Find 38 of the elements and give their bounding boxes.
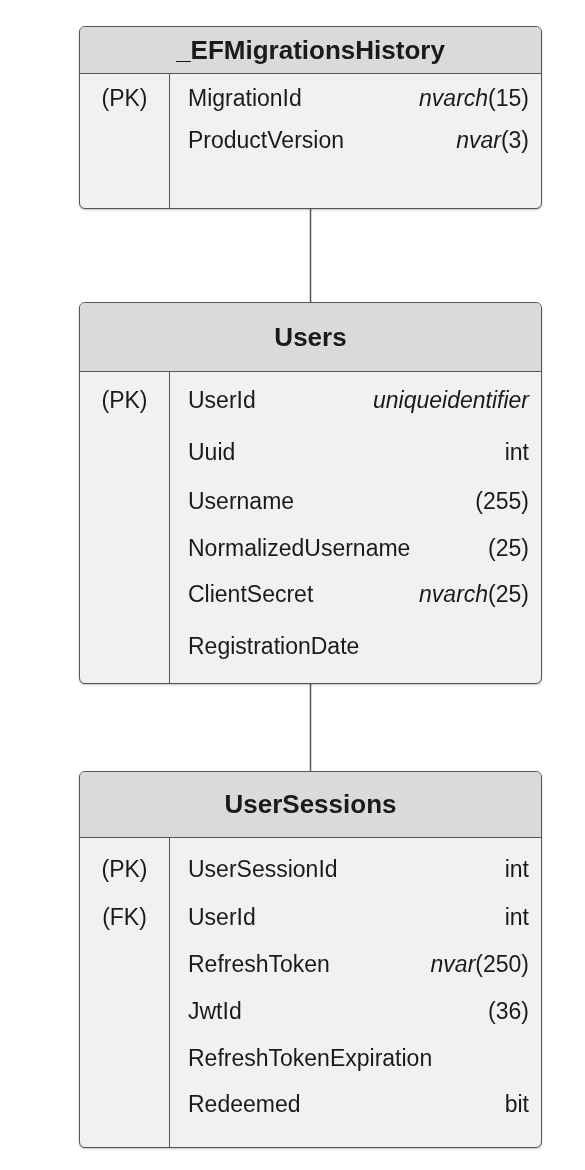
table-box bbox=[79, 26, 542, 209]
column-name: RegistrationDate bbox=[188, 633, 360, 660]
column-type: int bbox=[504, 439, 529, 466]
column-type: nvarch(25) bbox=[419, 581, 529, 608]
table-name: UserSessions bbox=[224, 789, 397, 820]
key-marker: (FK) bbox=[101, 904, 148, 931]
key-marker: (PK) bbox=[100, 856, 149, 883]
column-name: ClientSecret bbox=[188, 581, 314, 608]
table-name: _EFMigrationsHistory bbox=[176, 34, 445, 66]
column-type: (25) bbox=[488, 535, 529, 562]
column-type: int bbox=[504, 904, 529, 931]
column-name: UserId bbox=[188, 387, 256, 414]
column-type: nvarch(15) bbox=[419, 85, 529, 112]
column-name: Redeemed bbox=[188, 1091, 301, 1118]
column-name: Username bbox=[188, 488, 295, 515]
column-name: ProductVersion bbox=[188, 127, 344, 154]
key-marker: (PK) bbox=[100, 85, 149, 112]
table-box bbox=[79, 771, 542, 1148]
relationship-line bbox=[309, 208, 312, 303]
column-name: NormalizedUsername bbox=[188, 535, 411, 562]
column-type: nvar(250) bbox=[430, 951, 529, 978]
column-name: UserSessionId bbox=[188, 856, 338, 883]
column-type: (36) bbox=[488, 998, 529, 1025]
column-type: nvar(3) bbox=[456, 127, 529, 154]
column-type: uniqueidentifier bbox=[373, 387, 529, 414]
column-name: JwtId bbox=[188, 998, 242, 1025]
column-name: UserId bbox=[188, 904, 256, 931]
key-marker: (PK) bbox=[100, 387, 149, 414]
column-type: int bbox=[504, 856, 529, 883]
column-name: MigrationId bbox=[188, 85, 302, 112]
column-type: bit bbox=[504, 1091, 529, 1118]
relationship-line bbox=[309, 683, 312, 772]
table-name: Users bbox=[274, 321, 347, 353]
column-name: Uuid bbox=[188, 439, 236, 466]
column-name: RefreshToken bbox=[188, 951, 330, 978]
table-box bbox=[79, 302, 542, 684]
column-type: (255) bbox=[475, 488, 529, 515]
column-name: RefreshTokenExpiration bbox=[188, 1045, 433, 1072]
